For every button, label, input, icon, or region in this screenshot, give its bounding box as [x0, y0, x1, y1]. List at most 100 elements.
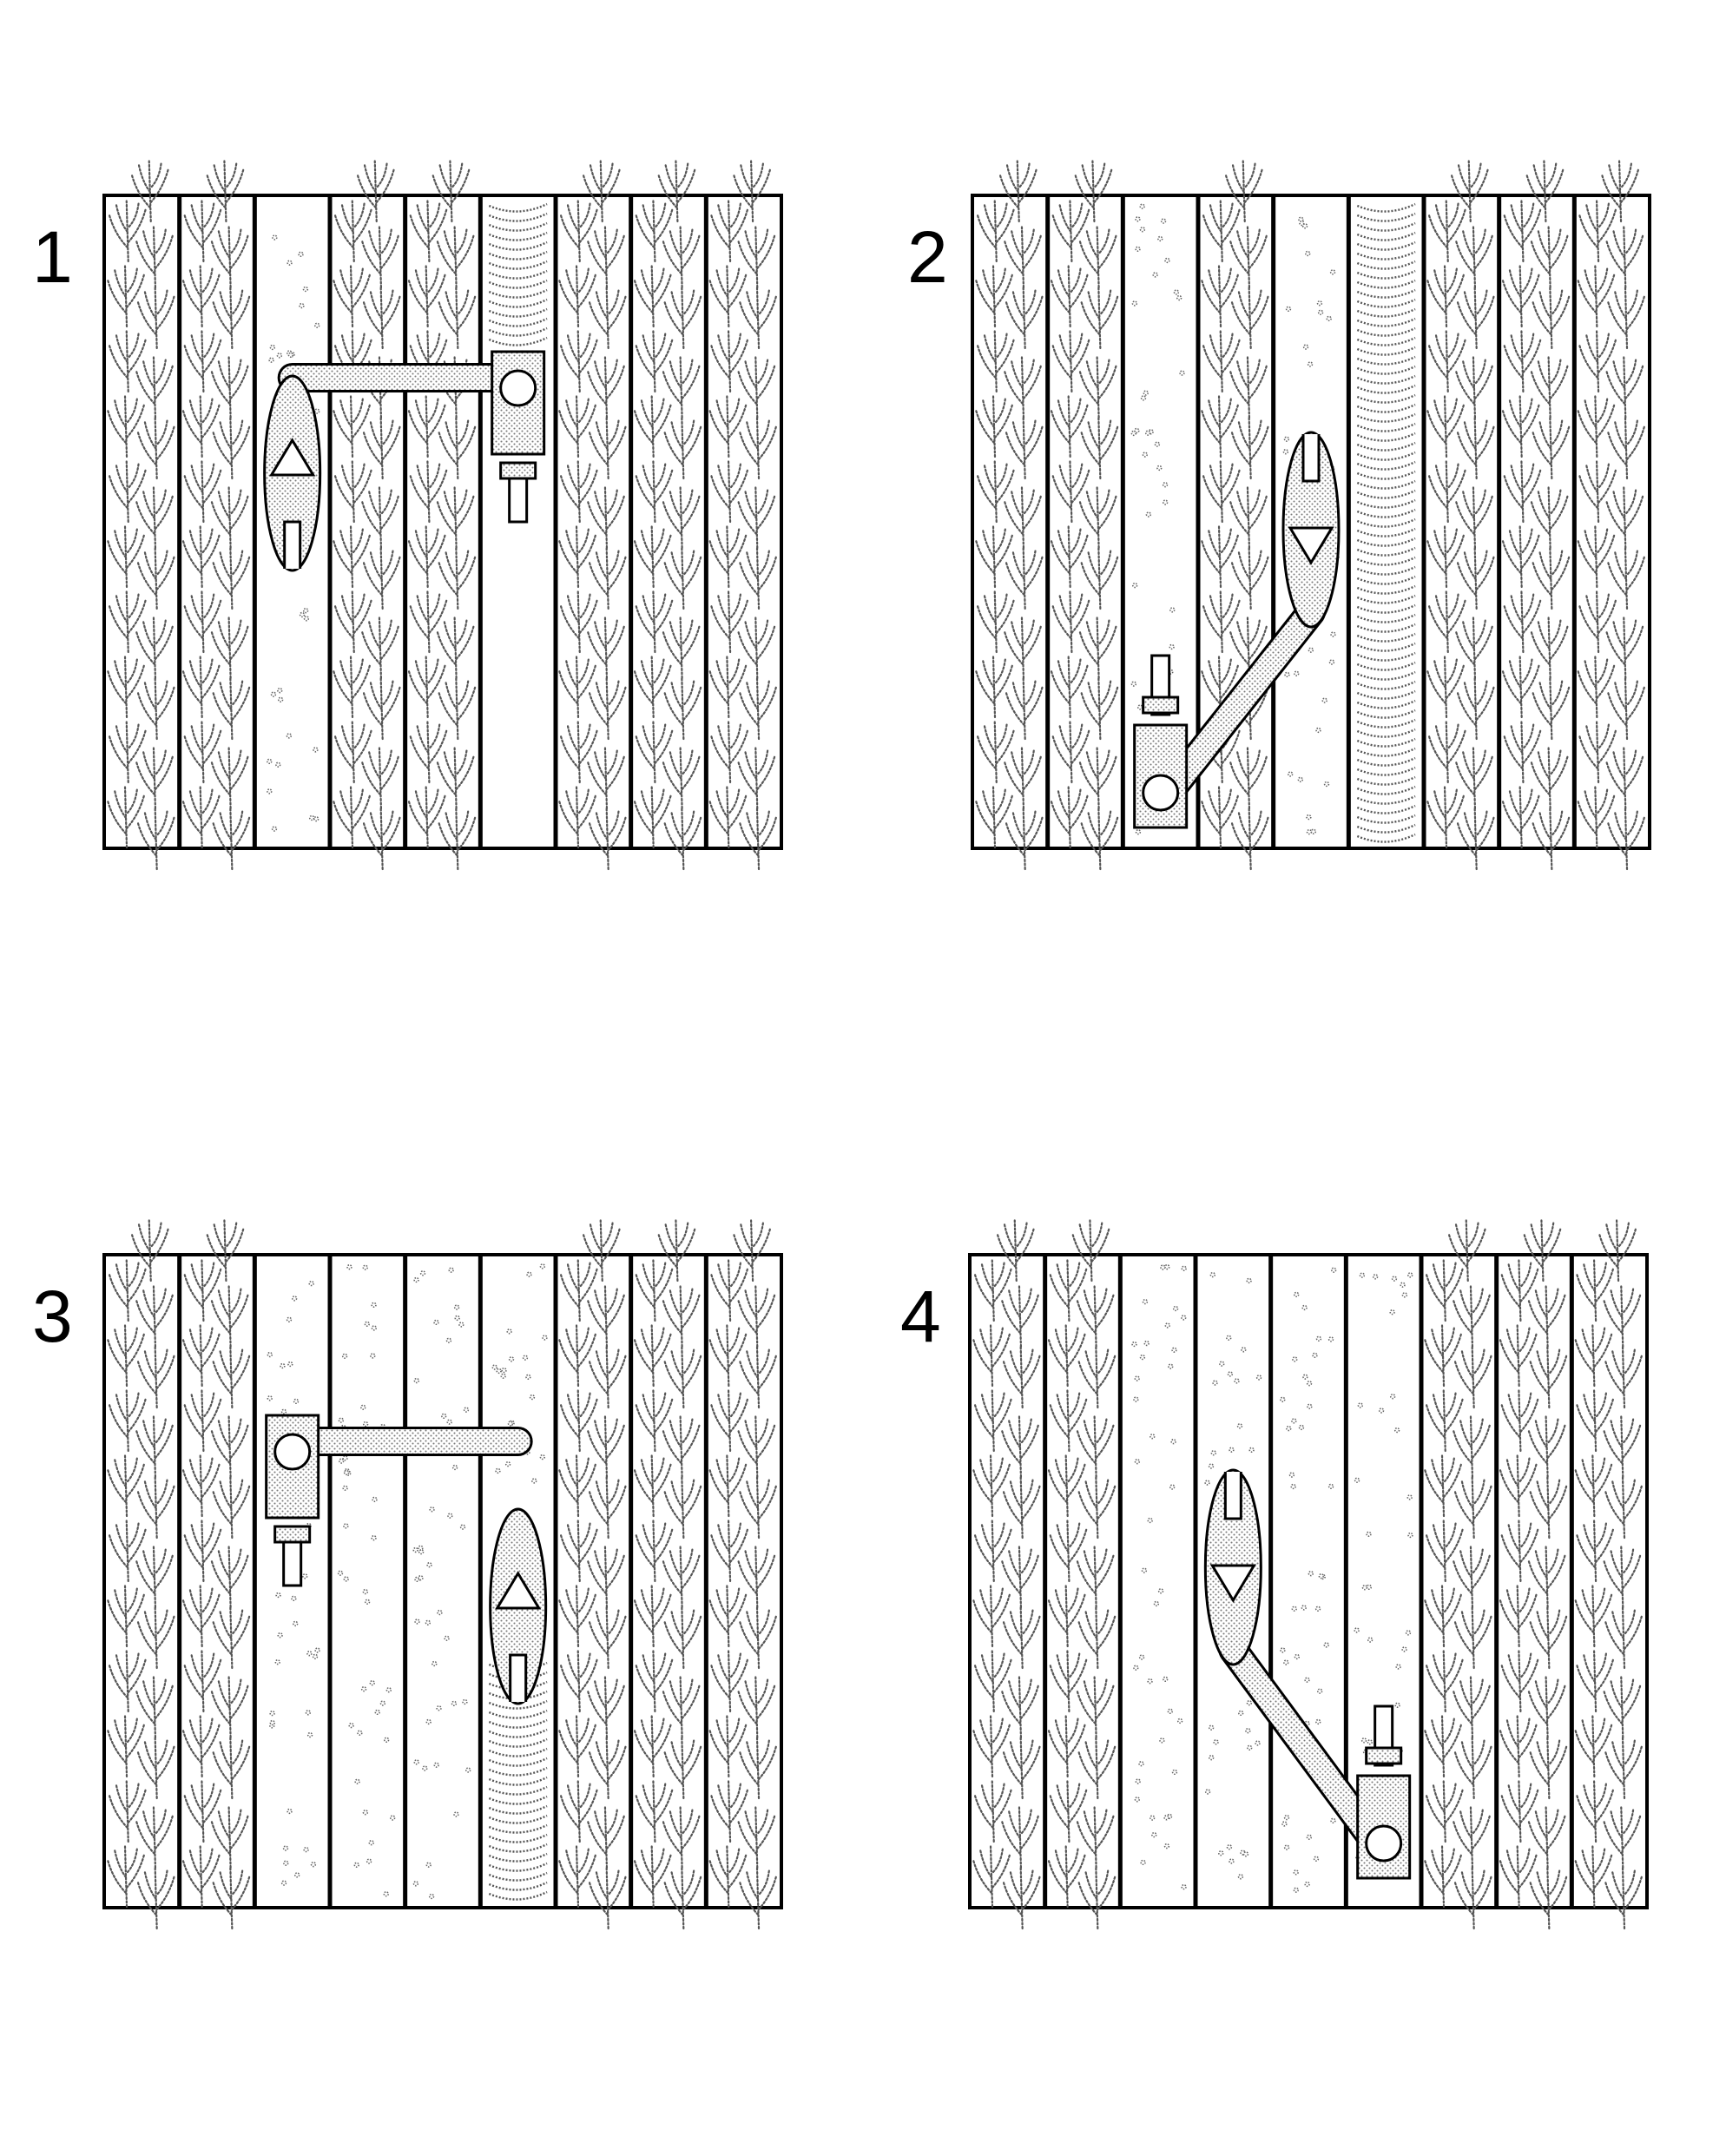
plant-leaf — [1523, 201, 1535, 228]
plant-leaf — [728, 403, 748, 439]
plant — [1574, 1454, 1613, 1518]
plant-leaf — [1584, 202, 1599, 234]
plant-leaf — [1007, 1809, 1022, 1840]
plant — [1423, 1844, 1463, 1909]
plant-leaf — [595, 680, 609, 711]
plant-leaf — [757, 1875, 778, 1911]
plant-leaf — [154, 1814, 175, 1850]
plant-leaf — [593, 1809, 608, 1840]
stubble-dot — [1315, 1718, 1321, 1725]
stubble-dot — [371, 1325, 378, 1331]
plant-leaf — [1235, 228, 1250, 260]
plant-leaf — [126, 1846, 139, 1874]
stubble-dot — [390, 1815, 396, 1821]
stubble-dot — [338, 1417, 345, 1423]
plant-leaf — [973, 1793, 994, 1830]
plant-leaf — [1456, 430, 1477, 466]
stubble-dot — [412, 1881, 419, 1887]
windrow-swath — [1351, 198, 1421, 846]
plant-leaf — [1249, 294, 1269, 331]
plant-leaf — [1235, 749, 1250, 781]
plant-leaf — [751, 1227, 772, 1263]
plant-leaf — [654, 729, 674, 765]
plant-leaf — [1243, 168, 1263, 204]
plant-leaf — [201, 266, 214, 293]
plant-leaf — [232, 1477, 244, 1505]
plant-leaf — [991, 1592, 1011, 1629]
plant-leaf — [972, 1858, 993, 1895]
plant-leaf — [231, 1354, 251, 1390]
plant-leaf — [155, 425, 175, 461]
plant-leaf — [1536, 1869, 1550, 1901]
plant — [709, 1388, 749, 1453]
plant-leaf — [708, 1728, 729, 1764]
plant-leaf — [1624, 494, 1644, 531]
plant-leaf — [1507, 1262, 1521, 1293]
plant — [1426, 655, 1466, 719]
plant-leaf — [212, 1750, 233, 1786]
plant-leaf — [1623, 1614, 1644, 1651]
plant-leaf — [1623, 1875, 1644, 1911]
plant-leaf — [1005, 560, 1025, 597]
plant-leaf — [183, 1272, 204, 1309]
plant — [136, 416, 175, 480]
plant-leaf — [210, 1559, 231, 1595]
stubble-dot — [385, 1687, 392, 1693]
plant-leaf — [1622, 1684, 1642, 1720]
plant-leaf — [1584, 398, 1598, 429]
plant-leaf — [1022, 494, 1043, 531]
plant-leaf — [1523, 461, 1535, 489]
stubble-dot — [1245, 1727, 1251, 1734]
stubble-dot — [1133, 1665, 1139, 1671]
plant-leaf — [125, 1332, 146, 1368]
field-grid — [102, 159, 783, 871]
tractor — [1133, 654, 1189, 829]
plant-leaf — [1574, 1598, 1595, 1634]
plant-leaf — [1019, 1553, 1040, 1590]
plant-leaf — [640, 1587, 654, 1619]
plant-leaf — [1521, 787, 1533, 814]
plant-leaf — [1010, 619, 1024, 650]
stubble-dot — [291, 1595, 297, 1601]
plant — [108, 1258, 147, 1322]
stubble-dot — [1160, 1264, 1166, 1270]
stubble-dot — [277, 696, 284, 702]
plant-leaf — [333, 734, 354, 770]
plant-leaf — [1229, 499, 1250, 536]
plant-leaf — [108, 343, 128, 379]
plant-leaf — [577, 787, 590, 814]
plant — [635, 459, 674, 524]
stubble-dot — [362, 1810, 369, 1816]
plant-leaf — [181, 408, 202, 445]
plant — [1002, 1605, 1041, 1670]
stubble-dot — [1280, 1396, 1286, 1402]
plant-leaf — [1250, 418, 1262, 445]
plant-leaf — [455, 494, 475, 531]
stubble-dot — [303, 616, 310, 622]
plant — [108, 1519, 147, 1583]
plant — [130, 1218, 169, 1282]
plant-leaf — [577, 1846, 590, 1874]
crop-row — [106, 159, 178, 871]
plant-leaf — [108, 1272, 128, 1309]
plant — [559, 1519, 598, 1583]
plant-leaf — [1584, 528, 1598, 559]
plant-leaf — [1620, 161, 1633, 188]
plant-leaf — [576, 533, 597, 570]
plant-leaf — [127, 208, 147, 244]
plant-leaf — [1430, 1457, 1445, 1488]
plant-leaf — [633, 799, 654, 835]
plant-leaf — [1543, 1220, 1555, 1248]
plant-leaf — [739, 1222, 754, 1253]
plant-leaf — [564, 1587, 579, 1619]
plant-leaf — [576, 794, 597, 830]
plant-leaf — [1047, 1467, 1068, 1504]
plant-leaf — [443, 489, 457, 520]
plant-leaf — [608, 548, 620, 576]
plant-leaf — [1068, 1658, 1088, 1694]
plant-leaf — [202, 208, 222, 244]
plant — [1575, 1519, 1615, 1583]
stubble-dot — [1255, 1740, 1261, 1746]
plant-leaf — [1598, 331, 1611, 359]
plant-leaf — [715, 398, 729, 429]
